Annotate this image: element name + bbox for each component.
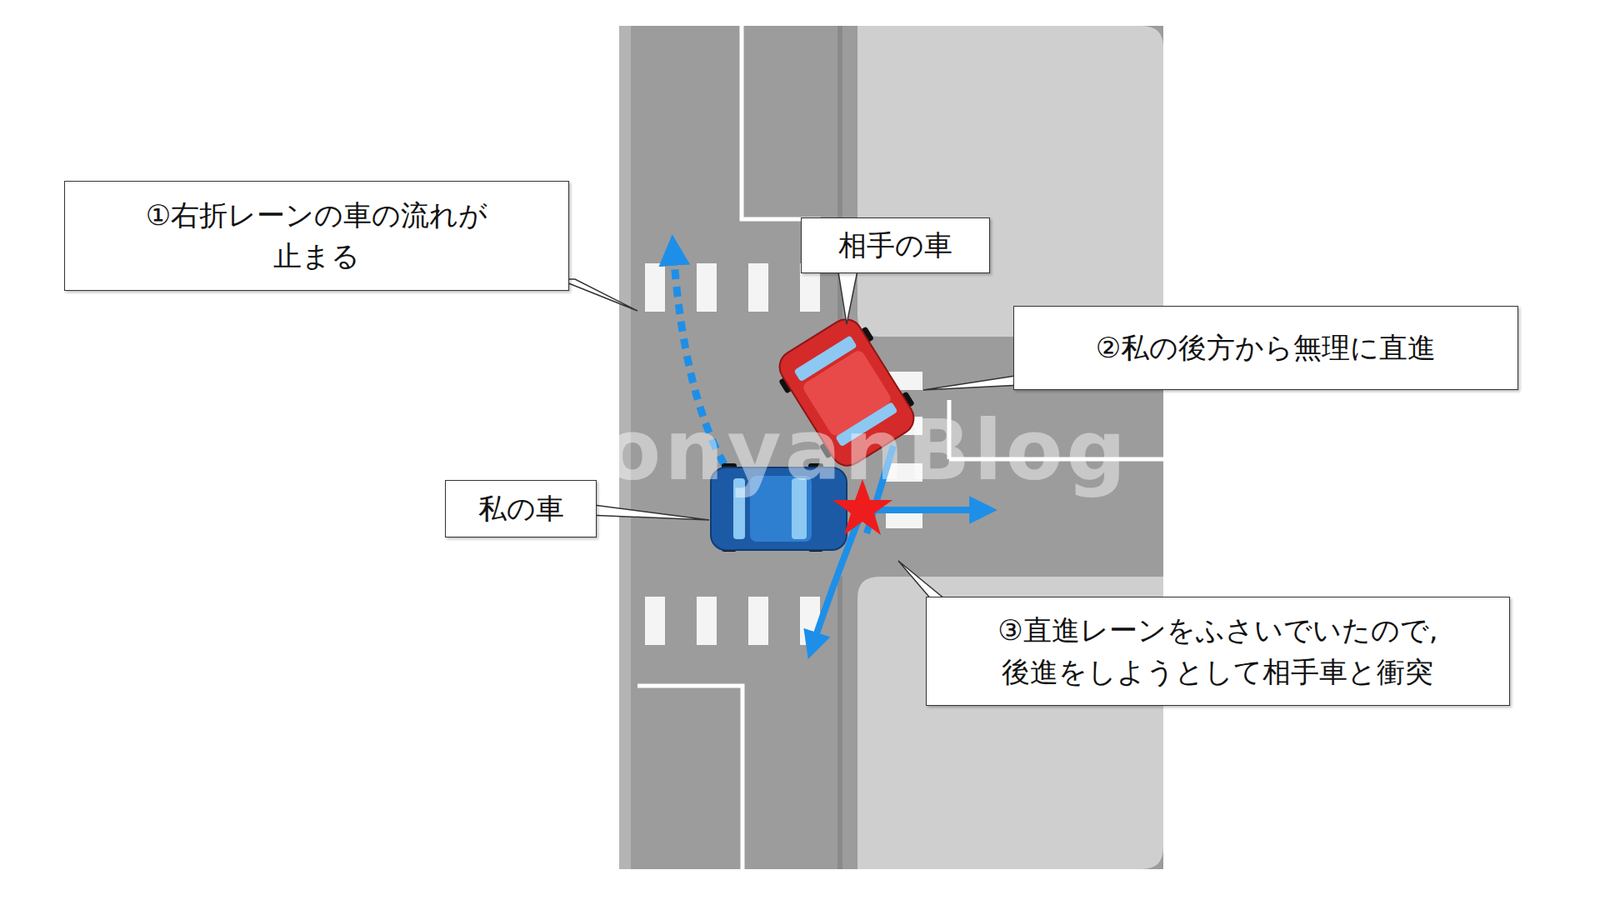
callout-box: ②私の後方から無理に直進 — [1013, 305, 1519, 390]
gutter-line — [837, 576, 843, 870]
callout-text: ①右折レーンの車の流れが 止まる — [140, 195, 493, 278]
callout-text: 相手の車 — [838, 225, 953, 266]
callout-box: 相手の車 — [800, 217, 990, 274]
callout-box: ③直進レーンをふさいでいたので, 後進をしようとして相手車と衝突 — [925, 596, 1510, 706]
sidewalk-block — [857, 25, 1164, 337]
callout-text: ③直進レーンをふさいでいたので, 後進をしようとして相手車と衝突 — [995, 610, 1441, 693]
watermark: KonyanBlog — [537, 401, 1130, 500]
callout-text: ②私の後方から無理に直進 — [1095, 327, 1436, 369]
callout-box: ①右折レーンの車の流れが 止まる — [64, 180, 570, 291]
